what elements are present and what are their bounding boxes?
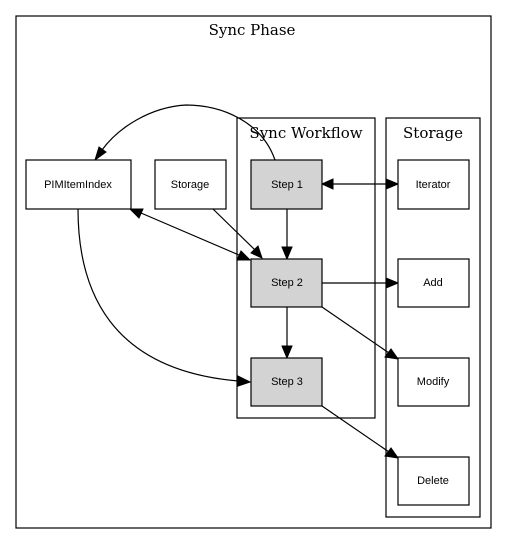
node-add: Add <box>397 258 470 308</box>
node-pimitemindex-label: PIMItemIndex <box>44 179 112 191</box>
node-step-3: Step 3 <box>250 357 323 407</box>
edge-pimitemindex-step2 <box>140 212 240 256</box>
node-storage-label: Storage <box>171 179 210 191</box>
arrowhead <box>128 208 144 219</box>
edge-step3-to-delete <box>321 405 390 453</box>
edge-pimitemindex-to-step3 <box>77 208 239 382</box>
arrowhead <box>385 178 400 190</box>
arrowhead <box>281 246 293 261</box>
cluster-storage: Storage <box>385 117 481 518</box>
edge-step1-to-pimitemindex <box>101 104 276 161</box>
node-delete-label: Delete <box>417 475 449 487</box>
arrowhead <box>237 375 252 387</box>
cluster-sync-phase-label: Sync Phase <box>209 21 296 39</box>
node-delete: Delete <box>397 456 470 506</box>
node-step-1-label: Step 1 <box>271 179 303 191</box>
cluster-storage-label: Storage <box>403 124 463 142</box>
edge-storage-to-step2 <box>212 208 256 251</box>
arrowhead <box>385 277 400 289</box>
arrowhead <box>320 178 334 190</box>
node-step-1: Step 1 <box>250 159 323 210</box>
arrowhead <box>384 447 400 459</box>
node-step-2: Step 2 <box>250 258 323 308</box>
arrowhead <box>281 345 293 360</box>
edges <box>77 104 400 459</box>
cluster-sync-phase: Sync Phase <box>15 15 492 529</box>
arrowhead <box>236 250 252 261</box>
edge-step2-to-modify <box>321 306 390 354</box>
node-storage: Storage <box>154 159 227 210</box>
node-step-3-label: Step 3 <box>271 376 303 388</box>
node-modify-label: Modify <box>417 376 450 388</box>
node-iterator: Iterator <box>397 159 470 210</box>
node-modify: Modify <box>397 357 470 407</box>
arrowhead <box>94 146 107 162</box>
cluster-sync-workflow-label: Sync Workflow <box>249 124 362 142</box>
node-pimitemindex: PIMItemIndex <box>25 159 132 210</box>
node-step-2-label: Step 2 <box>271 277 303 289</box>
node-iterator-label: Iterator <box>416 179 451 191</box>
cluster-sync-workflow: Sync Workflow <box>236 117 376 419</box>
arrowhead <box>384 348 400 360</box>
arrowhead <box>250 245 263 259</box>
node-add-label: Add <box>423 277 443 289</box>
